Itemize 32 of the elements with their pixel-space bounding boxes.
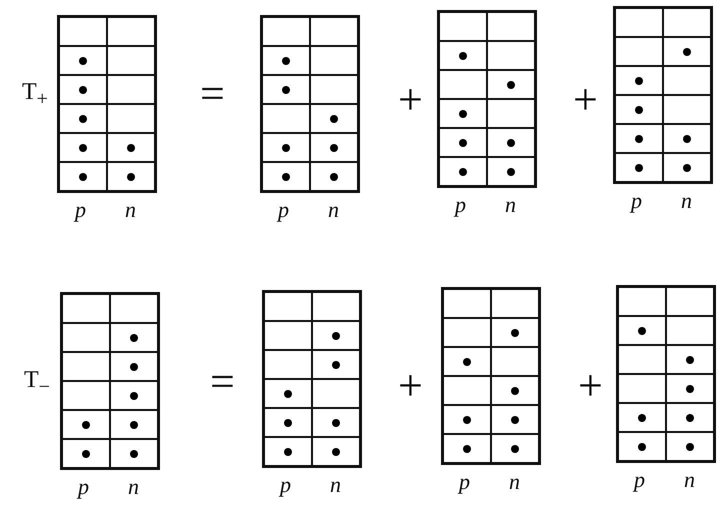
column-label: n [684, 469, 695, 491]
column-label: n [128, 476, 139, 498]
operator-symbol: = [210, 360, 235, 404]
column-label: p [280, 474, 291, 496]
occupation-grid [613, 6, 713, 184]
column-label: p [278, 199, 289, 221]
occupation-grid [57, 15, 157, 193]
column-label: n [125, 199, 136, 221]
occupation-grid [260, 15, 360, 193]
column-label: n [505, 194, 516, 216]
column-label: p [631, 190, 642, 212]
occupation-grid [60, 292, 160, 470]
operator-label: T$_{+}$ [22, 80, 48, 109]
column-label: p [78, 476, 89, 498]
operator-symbol: + [398, 364, 423, 408]
occupation-grid [437, 10, 537, 188]
occupation-grid [262, 290, 362, 468]
column-label: n [328, 199, 339, 221]
column-label: n [681, 190, 692, 212]
operator-symbol: + [398, 78, 423, 122]
operator-label: T$_{−}$ [24, 368, 50, 397]
operator-symbol: = [200, 72, 225, 116]
operator-symbol: + [573, 78, 598, 122]
occupation-grid [616, 285, 716, 463]
column-label: n [509, 471, 520, 493]
column-label: n [330, 474, 341, 496]
column-label: p [455, 194, 466, 216]
occupation-grid [441, 287, 541, 465]
column-label: p [459, 471, 470, 493]
operator-symbol: + [578, 364, 603, 408]
column-label: p [634, 469, 645, 491]
column-label: p [75, 199, 86, 221]
